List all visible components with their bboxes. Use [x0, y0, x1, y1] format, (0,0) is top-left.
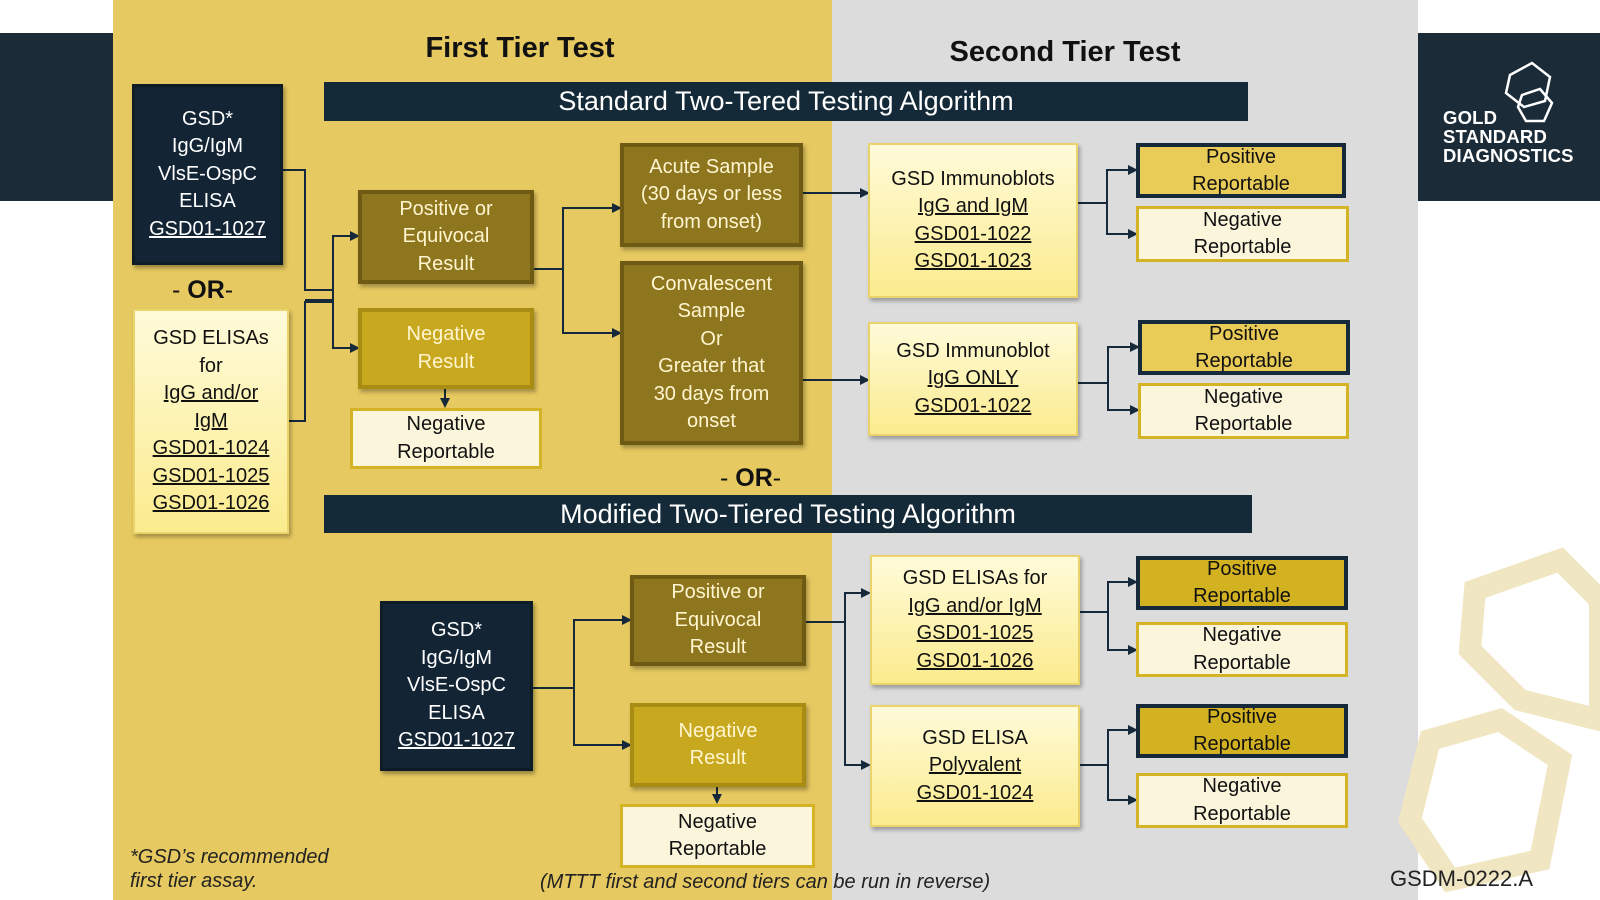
or-separator-middle: - OR-	[720, 464, 782, 492]
reverse-note: (MTTT first and second tiers can be run …	[540, 871, 991, 893]
or-separator-left: - OR-	[172, 276, 234, 304]
hexagon-logo-icon	[1504, 61, 1554, 123]
second-tier-heading: Second Tier Test	[949, 36, 1181, 68]
modified-algorithm-bar: Modified Two-Tiered Testing Algorithm	[324, 495, 1252, 533]
document-code: GSDM-0222.A	[1390, 866, 1534, 891]
first-tier-heading: First Tier Test	[425, 32, 615, 64]
standard-algorithm-bar: Standard Two-Tered Testing Algorithm	[324, 82, 1248, 121]
